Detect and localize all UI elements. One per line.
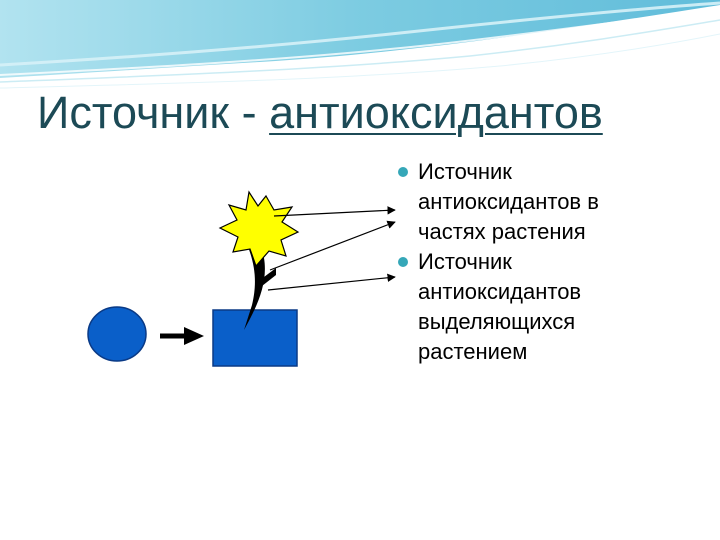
header-wave-decoration (0, 0, 720, 89)
bullet-item-parts: Источник антиоксидантов в частях растени… (398, 157, 668, 247)
bullet-list: Источник антиоксидантов в частях растени… (398, 157, 668, 367)
arrow-right-icon (160, 327, 204, 345)
pointer-arrow-1 (273, 206, 396, 217)
bullet-item-secreted: Источник антиоксидантов выделяющихся рас… (398, 247, 668, 367)
sun-burst-icon (218, 190, 300, 268)
pointer-arrow-2 (269, 220, 396, 271)
bullet-dot-icon (398, 167, 408, 177)
blue-box (212, 309, 298, 367)
title-link[interactable]: антиоксидантов (269, 87, 603, 138)
title-prefix: Источник - (37, 87, 270, 138)
pointer-arrow-3 (267, 273, 396, 291)
plant-stem (244, 243, 276, 330)
bullet-text: Источник антиоксидантов в частях растени… (418, 159, 599, 244)
slide-title: Источник - антиоксидантов (37, 88, 603, 138)
bullet-dot-icon (398, 257, 408, 267)
circle-shape (87, 306, 147, 362)
bullet-text: Источник антиоксидантов выделяющихся рас… (418, 249, 582, 364)
